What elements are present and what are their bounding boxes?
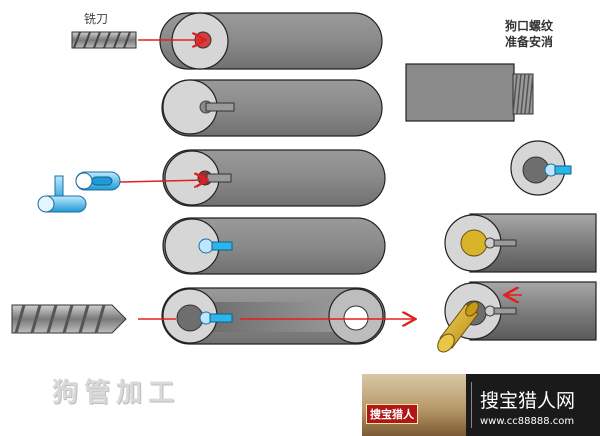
barrel-tube-4 — [162, 217, 386, 275]
barrel-tube-2 — [161, 79, 383, 137]
drill-bit-icon — [11, 304, 127, 334]
threaded-barrel-icon — [405, 63, 534, 122]
page-title: 狗管加工 — [52, 378, 181, 408]
brass-cartridge-icon — [437, 301, 479, 353]
watermark-logo-text: 搜宝猎人 — [366, 404, 418, 424]
hunter-logo-icon: 搜宝猎人 — [362, 374, 466, 436]
thread-ready-label: 狗口螺纹 准备安消 — [505, 19, 554, 49]
blue-bolt-icon — [37, 171, 121, 213]
milling-cutter-icon — [71, 31, 137, 49]
watermark-divider — [471, 382, 472, 428]
barrel-tube-5 — [161, 287, 386, 345]
watermark-banner: 搜宝猎人 搜宝猎人网 www.cc88888.com — [362, 374, 600, 436]
watermark-site-name: 搜宝猎人网 — [480, 390, 576, 412]
barrel-tube-1 — [159, 12, 383, 70]
watermark-url: www.cc88888.com — [480, 416, 575, 427]
feed-arrow-2 — [119, 180, 206, 182]
milling-cutter-label: 铣刀 — [84, 12, 109, 26]
bolt-face-icon — [510, 140, 572, 196]
barrel-tube-3 — [162, 149, 386, 207]
barrel-end-loaded — [444, 213, 597, 273]
